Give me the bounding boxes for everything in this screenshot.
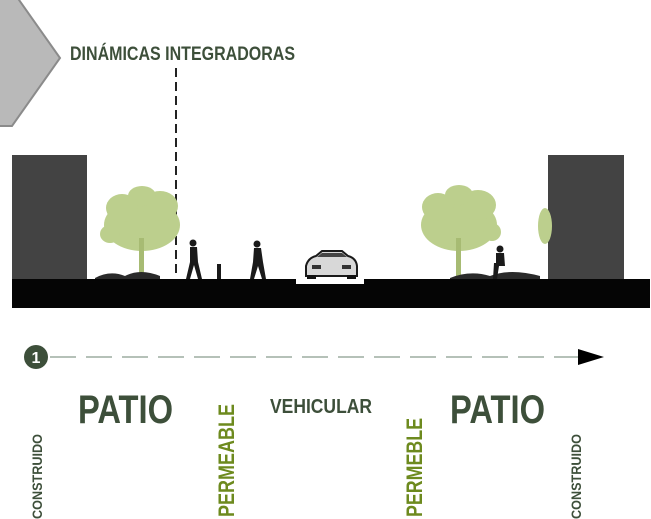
building-left — [12, 155, 87, 281]
tree-icon — [100, 186, 180, 278]
svg-text:1: 1 — [32, 350, 41, 367]
grass-left — [95, 272, 160, 280]
label-left-patio: PATIO — [78, 388, 173, 432]
label-right-construido: CONSTRUIDO — [568, 434, 584, 519]
chevron-tab-icon — [0, 0, 62, 127]
tree-icon — [538, 208, 552, 244]
label-right-permeable: PERMEBLE — [402, 418, 427, 517]
bollard-icon — [217, 264, 221, 279]
car-icon — [305, 250, 358, 283]
arrow-right-icon — [578, 349, 604, 365]
axis-marker: 1 — [24, 345, 48, 369]
road-depression — [296, 279, 364, 284]
section-title: DINÁMICAS INTEGRADORAS — [70, 43, 295, 65]
pedestrian-icon — [186, 239, 202, 279]
pedestrian-icon — [250, 240, 266, 279]
label-right-patio: PATIO — [450, 388, 545, 432]
label-left-permeable: PERMEABLE — [214, 404, 239, 517]
label-left-construido: CONSTRUIDO — [29, 434, 45, 519]
label-vehicular: VEHICULAR — [270, 396, 372, 418]
tree-icon — [421, 185, 501, 278]
seated-person-icon — [493, 245, 505, 279]
building-right — [548, 155, 624, 281]
